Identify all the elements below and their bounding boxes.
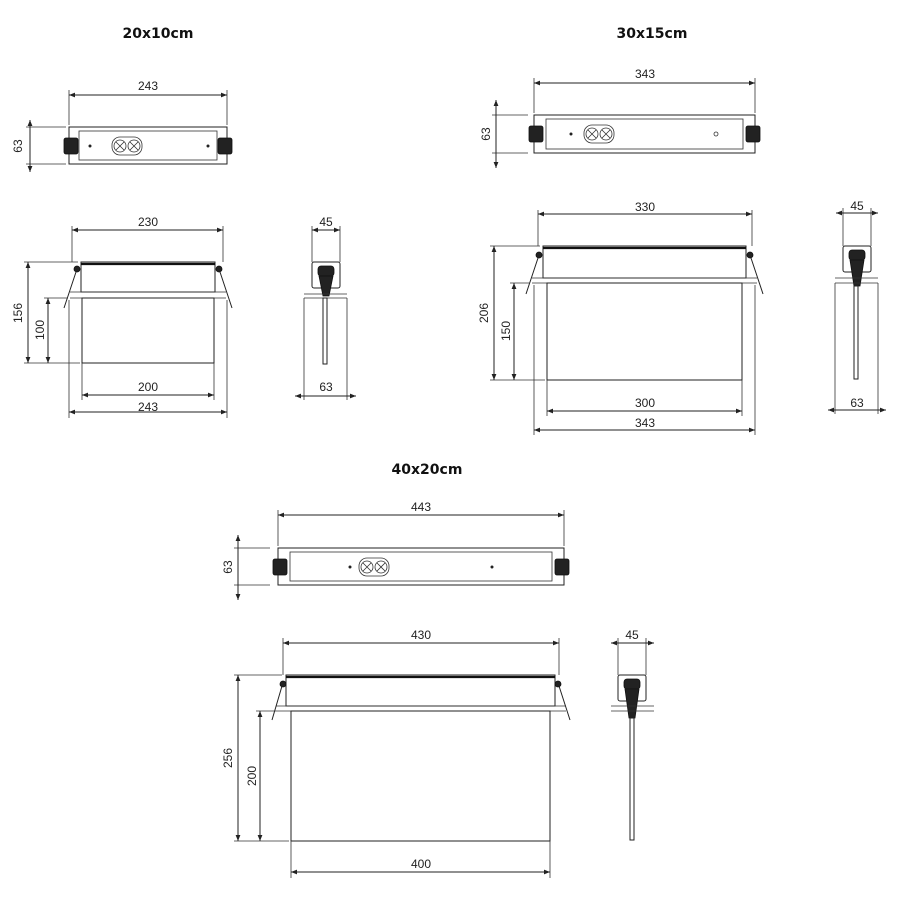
medium-side-view: 45 63 — [828, 199, 886, 414]
medium-front-inner-width-label: 330 — [635, 200, 655, 214]
small-front-total-width-label: 243 — [138, 400, 158, 414]
large-front-view: 430 256 200 400 — [221, 628, 571, 878]
small-side-bottom-label: 63 — [319, 380, 333, 394]
title-small: 20x10cm — [123, 26, 194, 42]
large-front-height-panel-label: 200 — [245, 766, 259, 786]
small-top-height-label: 63 — [11, 139, 25, 153]
medium-front-total-width-label: 343 — [635, 416, 655, 430]
medium-top-width-label: 343 — [635, 67, 655, 81]
medium-front-panel-width-label: 300 — [635, 396, 655, 410]
small-front-panel-width-label: 200 — [138, 380, 158, 394]
medium-side-bottom-label: 63 — [850, 396, 864, 410]
large-side-top-label: 45 — [625, 628, 639, 642]
medium-side-top-label: 45 — [850, 199, 864, 213]
medium-front-view: 330 206 150 300 343 — [477, 200, 764, 435]
large-front-inner-width-label: 430 — [411, 628, 431, 642]
small-side-top-label: 45 — [319, 215, 333, 229]
title-large: 40x20cm — [392, 462, 463, 478]
small-front-view: 230 156 100 200 243 — [11, 215, 233, 418]
small-top-view: 243 63 — [11, 79, 233, 172]
small-front-height-total-label: 156 — [11, 303, 25, 323]
medium-front-height-panel-label: 150 — [499, 321, 513, 341]
medium-top-height-label: 63 — [479, 127, 493, 141]
medium-front-height-total-label: 206 — [477, 303, 491, 323]
large-side-view: 45 — [611, 628, 654, 841]
small-front-height-panel-label: 100 — [33, 320, 47, 340]
small-top-width-label: 243 — [138, 79, 158, 93]
small-front-inner-width-label: 230 — [138, 215, 158, 229]
large-top-width-label: 443 — [411, 500, 431, 514]
small-side-view: 45 63 — [295, 215, 356, 400]
large-top-view: 443 63 — [221, 500, 570, 600]
large-top-height-label: 63 — [221, 560, 235, 574]
medium-top-view: 343 63 — [479, 67, 761, 168]
title-medium: 30x15cm — [617, 26, 688, 42]
large-front-height-total-label: 256 — [221, 748, 235, 768]
large-front-panel-width-label: 400 — [411, 857, 431, 871]
